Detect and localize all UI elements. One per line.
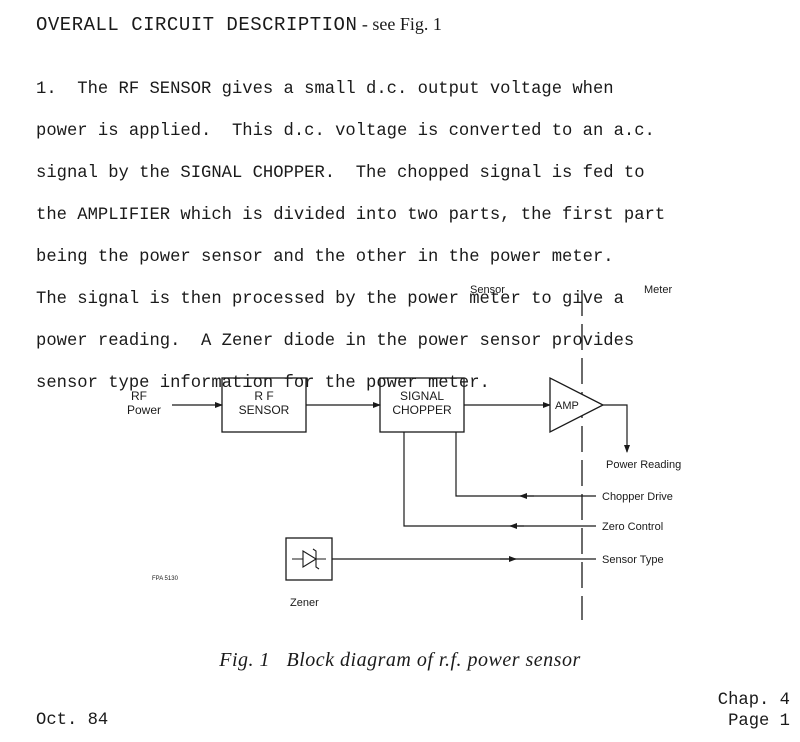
- block-diagram: Sensor Meter RF Power R F SENSOR SIGNAL …: [127, 284, 681, 620]
- zero-control-line: [403, 432, 596, 527]
- paragraph-line: the AMPLIFIER which is divided into two …: [36, 206, 666, 225]
- paragraph-line: power is applied. This d.c. voltage is c…: [36, 122, 655, 141]
- figure-caption: Fig. 1 Block diagram of r.f. power senso…: [219, 649, 581, 671]
- section-heading: OVERALL CIRCUIT DESCRIPTION - see Fig. 1: [36, 14, 442, 36]
- paragraph-line: 1. The RF SENSOR gives a small d.c. outp…: [36, 80, 614, 99]
- heading-title: OVERALL CIRCUIT DESCRIPTION: [36, 14, 358, 36]
- paragraph-line: sensor type information for the power me…: [36, 374, 490, 393]
- paragraph-line: being the power sensor and the other in …: [36, 248, 614, 267]
- rf-sensor-label-2: SENSOR: [239, 403, 290, 417]
- zener-label: Zener: [290, 597, 319, 609]
- rf-power-label-2: Power: [127, 403, 161, 417]
- chopper-label: SIGNAL: [400, 389, 444, 403]
- footer-page-info: Chap. 4 Page 1: [718, 690, 790, 732]
- chopper-drive-label: Chopper Drive: [602, 491, 673, 503]
- footer-page: Page 1: [728, 712, 790, 731]
- description-paragraph: 1. The RF SENSOR gives a small d.c. outp…: [36, 58, 796, 415]
- power-reading-label: Power Reading: [606, 459, 681, 471]
- power-reading-line: [603, 404, 630, 453]
- footer-date: Oct. 84: [36, 711, 109, 730]
- footer-chapter: Chap. 4: [717, 691, 790, 710]
- meter-section-label: Meter: [644, 284, 672, 296]
- heading-figure-reference: - see Fig. 1: [357, 14, 442, 34]
- paragraph-line: The signal is then processed by the powe…: [36, 290, 624, 309]
- rf-sensor-label: R F: [254, 389, 273, 403]
- sensor-type-label: Sensor Type: [602, 554, 664, 566]
- amplifier-triangle: [549, 376, 605, 434]
- amp-label: AMP: [555, 400, 579, 412]
- paragraph-line: signal by the SIGNAL CHOPPER. The choppe…: [36, 164, 645, 183]
- chopper-drive-line: [455, 432, 596, 497]
- figure-code: FPA 5130: [152, 576, 179, 582]
- zener-diode-icon: [292, 548, 326, 570]
- zero-control-label: Zero Control: [602, 521, 663, 533]
- sensor-section-label: Sensor: [470, 284, 505, 296]
- rf-power-label: RF: [131, 389, 147, 403]
- paragraph-line: power reading. A Zener diode in the powe…: [36, 332, 635, 351]
- chopper-label-2: CHOPPER: [392, 403, 452, 417]
